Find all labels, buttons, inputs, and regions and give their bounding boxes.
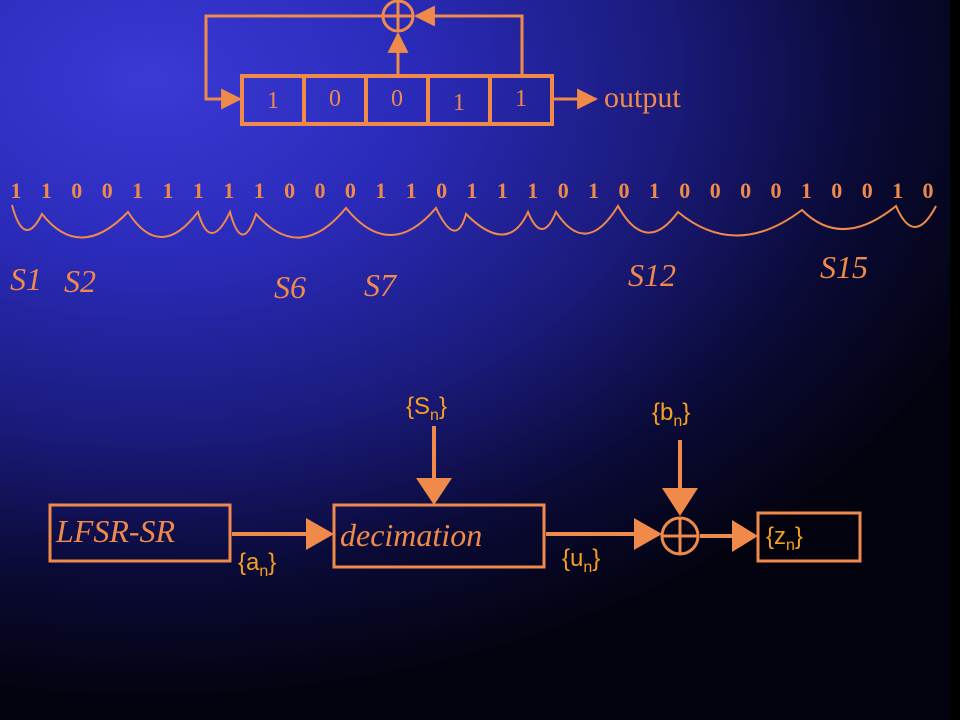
segment-label-s7: S7 xyxy=(364,267,398,303)
slide-frame-edge xyxy=(950,0,960,720)
z-set-label: {zn} xyxy=(766,523,803,554)
xor-combiner-icon xyxy=(660,516,700,556)
segment-label-s6: S6 xyxy=(274,269,306,305)
b-set-label: {bn} xyxy=(652,399,690,430)
segment-label-s12: S12 xyxy=(628,257,676,293)
decimation-block-diagram: LFSR-SR {an} decimation {Sn} {un} { xyxy=(48,393,862,580)
sequence-bit: 1 xyxy=(467,178,478,203)
sequence-bit: 1 xyxy=(406,178,417,203)
sequence-bit: 0 xyxy=(619,178,630,203)
sequence-bit: 0 xyxy=(315,178,326,203)
register-outline xyxy=(240,74,554,126)
lfsr-register-diagram: 1 0 0 1 1 output xyxy=(204,0,681,126)
segment-label-s1: S1 xyxy=(10,261,42,297)
sequence-bit: 1 xyxy=(193,178,204,203)
sequence-bit: 0 xyxy=(831,178,842,203)
sequence-bit: 1 xyxy=(527,178,538,203)
sequence-bit: 0 xyxy=(679,178,690,203)
sequence-bit: 0 xyxy=(436,178,447,203)
sequence-bit: 1 xyxy=(163,178,174,203)
segment-arcs xyxy=(11,204,937,239)
sequence-bit: 1 xyxy=(497,178,508,203)
register-cell-2: 0 xyxy=(329,86,341,112)
tap-line-right xyxy=(413,5,524,76)
sequence-bit: 0 xyxy=(710,178,721,203)
feedback-line xyxy=(204,14,383,110)
sequence-bit: 0 xyxy=(102,178,113,203)
segment-label-s2: S2 xyxy=(64,263,96,299)
sequence-bit: 1 xyxy=(41,178,52,203)
sequence-bit: 1 xyxy=(801,178,812,203)
s-set-label: {Sn} xyxy=(406,393,447,424)
u-set-label: {un} xyxy=(562,545,600,576)
arrow-b-into-xor xyxy=(662,488,698,516)
arrow-to-output xyxy=(732,520,758,552)
arrow-to-xor xyxy=(634,518,662,550)
register-cell-3: 0 xyxy=(391,86,403,112)
sequence-bit: 1 xyxy=(254,178,265,203)
sequence-bit: 0 xyxy=(740,178,751,203)
sequence-bit: 1 xyxy=(223,178,234,203)
sequence-bit: 1 xyxy=(132,178,143,203)
sequence-bit: 0 xyxy=(923,178,934,203)
z-output-box xyxy=(756,511,862,563)
sequence-bit: 1 xyxy=(375,178,386,203)
sequence-bit: 1 xyxy=(892,178,903,203)
xor-feedback-icon xyxy=(381,0,415,33)
sequence-bit: 0 xyxy=(862,178,873,203)
sequence-bit: 1 xyxy=(649,178,660,203)
decimation-label: decimation xyxy=(340,517,482,553)
sequence-bit: 0 xyxy=(71,178,82,203)
segment-label-s15: S15 xyxy=(820,249,868,285)
register-cell-1: 1 xyxy=(267,88,279,114)
a-set-label: {an} xyxy=(238,549,276,580)
decimation-box xyxy=(332,503,546,569)
sequence-bit: 0 xyxy=(284,178,295,203)
arrow-to-decimation xyxy=(306,518,334,550)
output-label: output xyxy=(604,81,681,114)
sequence-bit: 0 xyxy=(771,178,782,203)
lfsr-sr-box xyxy=(48,503,232,563)
register-cell-5: 1 xyxy=(515,86,527,112)
arrow-s-into-decimation xyxy=(416,478,452,505)
sequence-bit: 0 xyxy=(558,178,569,203)
sequence-bit: 0 xyxy=(345,178,356,203)
lfsr-sr-label: LFSR-SR xyxy=(55,513,176,549)
sequence-bit: 1 xyxy=(588,178,599,203)
register-cell-4: 1 xyxy=(453,90,465,116)
sequence-bit: 1 xyxy=(11,178,22,203)
